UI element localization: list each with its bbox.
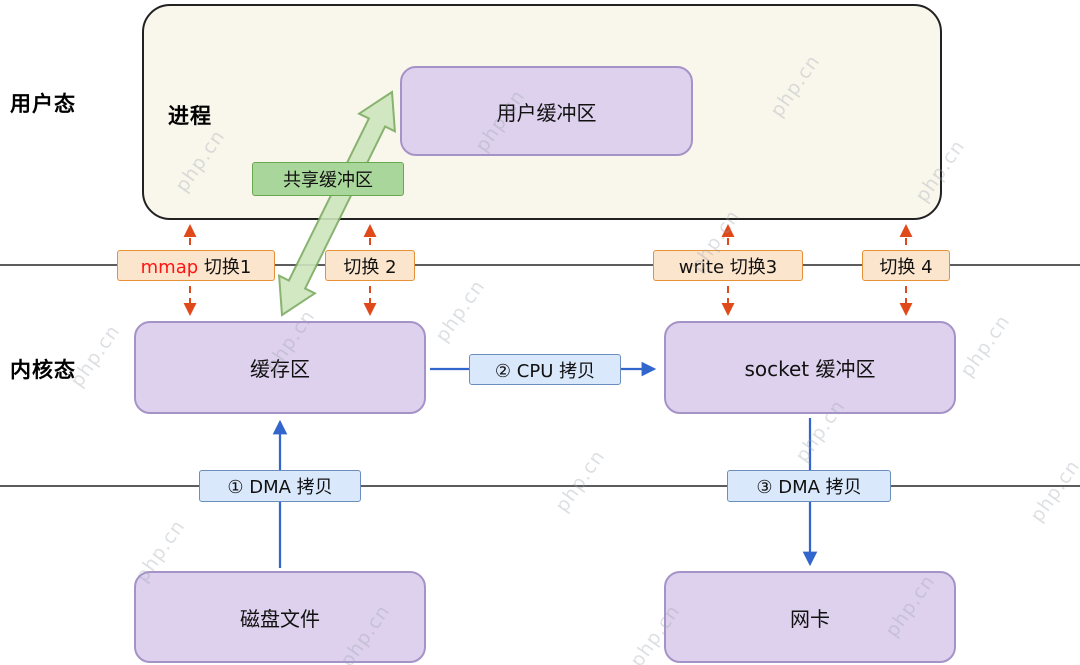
switch-3-tag: write 切换3	[653, 250, 803, 281]
dma-copy-2-label: ③ DMA 拷贝	[756, 477, 862, 498]
switch-2-tag: 切换 2	[325, 250, 415, 281]
user-buffer-box: 用户缓冲区	[400, 66, 693, 156]
shared-buffer-label: 共享缓冲区	[283, 170, 373, 191]
dma-copy-2-tag: ③ DMA 拷贝	[727, 470, 891, 502]
switch-2-label: 切换 2	[343, 256, 397, 278]
switch-1-suffix: 切换1	[198, 256, 252, 278]
kernel-buffer-box: 缓存区	[134, 321, 426, 414]
process-label: 进程	[168, 104, 212, 128]
cpu-copy-tag: ② CPU 拷贝	[469, 354, 621, 385]
user-buffer-label: 用户缓冲区	[496, 100, 597, 125]
kernel-mode-label: 内核态	[10, 358, 76, 382]
shared-buffer-tag: 共享缓冲区	[252, 162, 404, 196]
kernel-buffer-label: 缓存区	[250, 357, 310, 381]
cpu-copy-label: ② CPU 拷贝	[494, 360, 596, 382]
switch-1-tag: mmap 切换1	[117, 250, 275, 281]
nic-label: 网卡	[790, 606, 830, 631]
nic-box: 网卡	[664, 571, 956, 663]
user-mode-label: 用户态	[10, 92, 76, 116]
switch-4-tag: 切换 4	[862, 250, 950, 281]
socket-buffer-box: socket 缓冲区	[664, 321, 956, 414]
socket-buffer-label: socket 缓冲区	[744, 357, 876, 381]
switch-3-label: write 切换3	[678, 256, 778, 278]
switch-4-label: 切换 4	[879, 256, 933, 278]
mmap-keyword: mmap	[140, 256, 199, 278]
dma-copy-1-label: ① DMA 拷贝	[227, 477, 333, 498]
dma-copy-1-tag: ① DMA 拷贝	[199, 470, 361, 502]
disk-file-box: 磁盘文件	[134, 571, 426, 663]
disk-file-label: 磁盘文件	[240, 606, 320, 631]
switch-1-label: mmap 切换1	[141, 253, 252, 279]
